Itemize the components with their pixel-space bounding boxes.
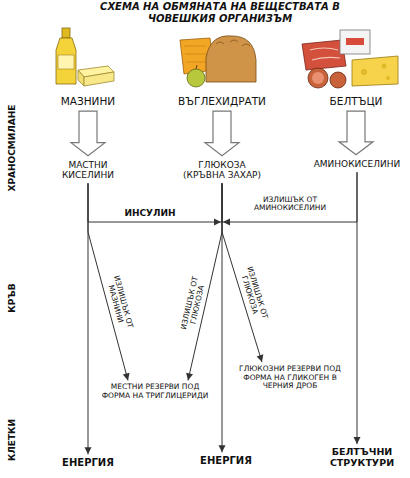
node-text: АМИНОКИСЕЛИНИ	[309, 159, 405, 169]
block-arrow	[339, 111, 373, 155]
node-text: МАСТНИ КИСЕЛИНИ	[50, 160, 126, 181]
food-group-text: ГЛЮКОЗА (КРЪВНА ЗАХАР)	[176, 160, 268, 181]
arrowhead	[85, 447, 92, 454]
block-arrow	[205, 111, 239, 156]
food-group-text: МАЗНИНИ	[48, 95, 128, 107]
node-text: ГЛЮКОЗНИ РЕЗЕРВИ ПОД ФОРМА НА ГЛИКОГЕН В…	[238, 365, 342, 391]
section-label: КЛЕТКИ	[7, 419, 17, 461]
diagram-title: СХЕМА НА ОБМЯНАТА НА ВЕЩЕСТВАТА В ЧОВЕШК…	[100, 1, 340, 24]
excess-label: ИЗЛИШЪК ОТ АМИНОКИСЕЛИНИ	[246, 196, 334, 213]
hormone-label: ИНСУЛИН	[114, 209, 186, 219]
flow-arrow	[222, 172, 357, 225]
food-group-text: МЕСТНИ РЕЗЕРВИ ПОД ФОРМА НА ТРИГЛИЦЕРИДИ	[101, 383, 209, 400]
arrowhead	[219, 445, 226, 452]
arrowhead	[223, 219, 230, 226]
food-group-text: АМИНОКИСЕЛИНИ	[309, 159, 405, 169]
arrowhead	[214, 219, 221, 226]
flow-line	[88, 183, 89, 454]
node-text: БЕЛТЪЦИ	[316, 95, 396, 107]
block-arrow	[71, 111, 105, 156]
arrowhead	[186, 373, 193, 381]
arrowhead	[257, 354, 264, 362]
flow-arrow	[85, 183, 92, 454]
flow-arrow	[205, 111, 239, 156]
flow-arrow	[219, 183, 226, 452]
node-text: ГЛЮКОЗА (КРЪВНА ЗАХАР)	[176, 160, 268, 181]
flow-arrow	[354, 172, 361, 444]
node-text: ЕНЕРГИЯ	[191, 455, 261, 467]
node-text: БЕЛТЪЧНИ СТРУКТУРИ	[320, 447, 404, 469]
node-text: ЕНЕРГИЯ	[53, 457, 123, 469]
food-group-text: БЕЛТЪЧНИ СТРУКТУРИ	[320, 447, 404, 469]
section-label: ХРАНОСМИЛАНЕ	[7, 105, 17, 192]
food-group-text: ВЪГЛЕХИДРАТИ	[167, 95, 277, 107]
arrowhead	[123, 373, 130, 381]
flow-line	[222, 183, 223, 452]
flow-line	[88, 183, 222, 222]
flow-arrow	[339, 111, 373, 155]
flow-line	[357, 172, 358, 444]
food-group-text: ЕНЕРГИЯ	[53, 457, 123, 469]
flow-arrow	[88, 183, 222, 225]
node-text: МАЗНИНИ	[48, 95, 128, 107]
food-group-text: ГЛЮКОЗНИ РЕЗЕРВИ ПОД ФОРМА НА ГЛИКОГЕН В…	[238, 365, 342, 391]
arrowhead	[354, 437, 361, 444]
food-group-text: БЕЛТЪЦИ	[316, 95, 396, 107]
food-group-text: МАСТНИ КИСЕЛИНИ	[50, 160, 126, 181]
node-text: ВЪГЛЕХИДРАТИ	[167, 95, 277, 107]
excess-label: ИЗЛИШЪК ОТ ГЛЮКОЗА	[235, 260, 270, 328]
food-group-text: ЕНЕРГИЯ	[191, 455, 261, 467]
flow-arrow	[71, 111, 105, 156]
node-text: МЕСТНИ РЕЗЕРВИ ПОД ФОРМА НА ТРИГЛИЦЕРИДИ	[101, 383, 209, 400]
section-label: КРЪВ	[7, 283, 17, 312]
